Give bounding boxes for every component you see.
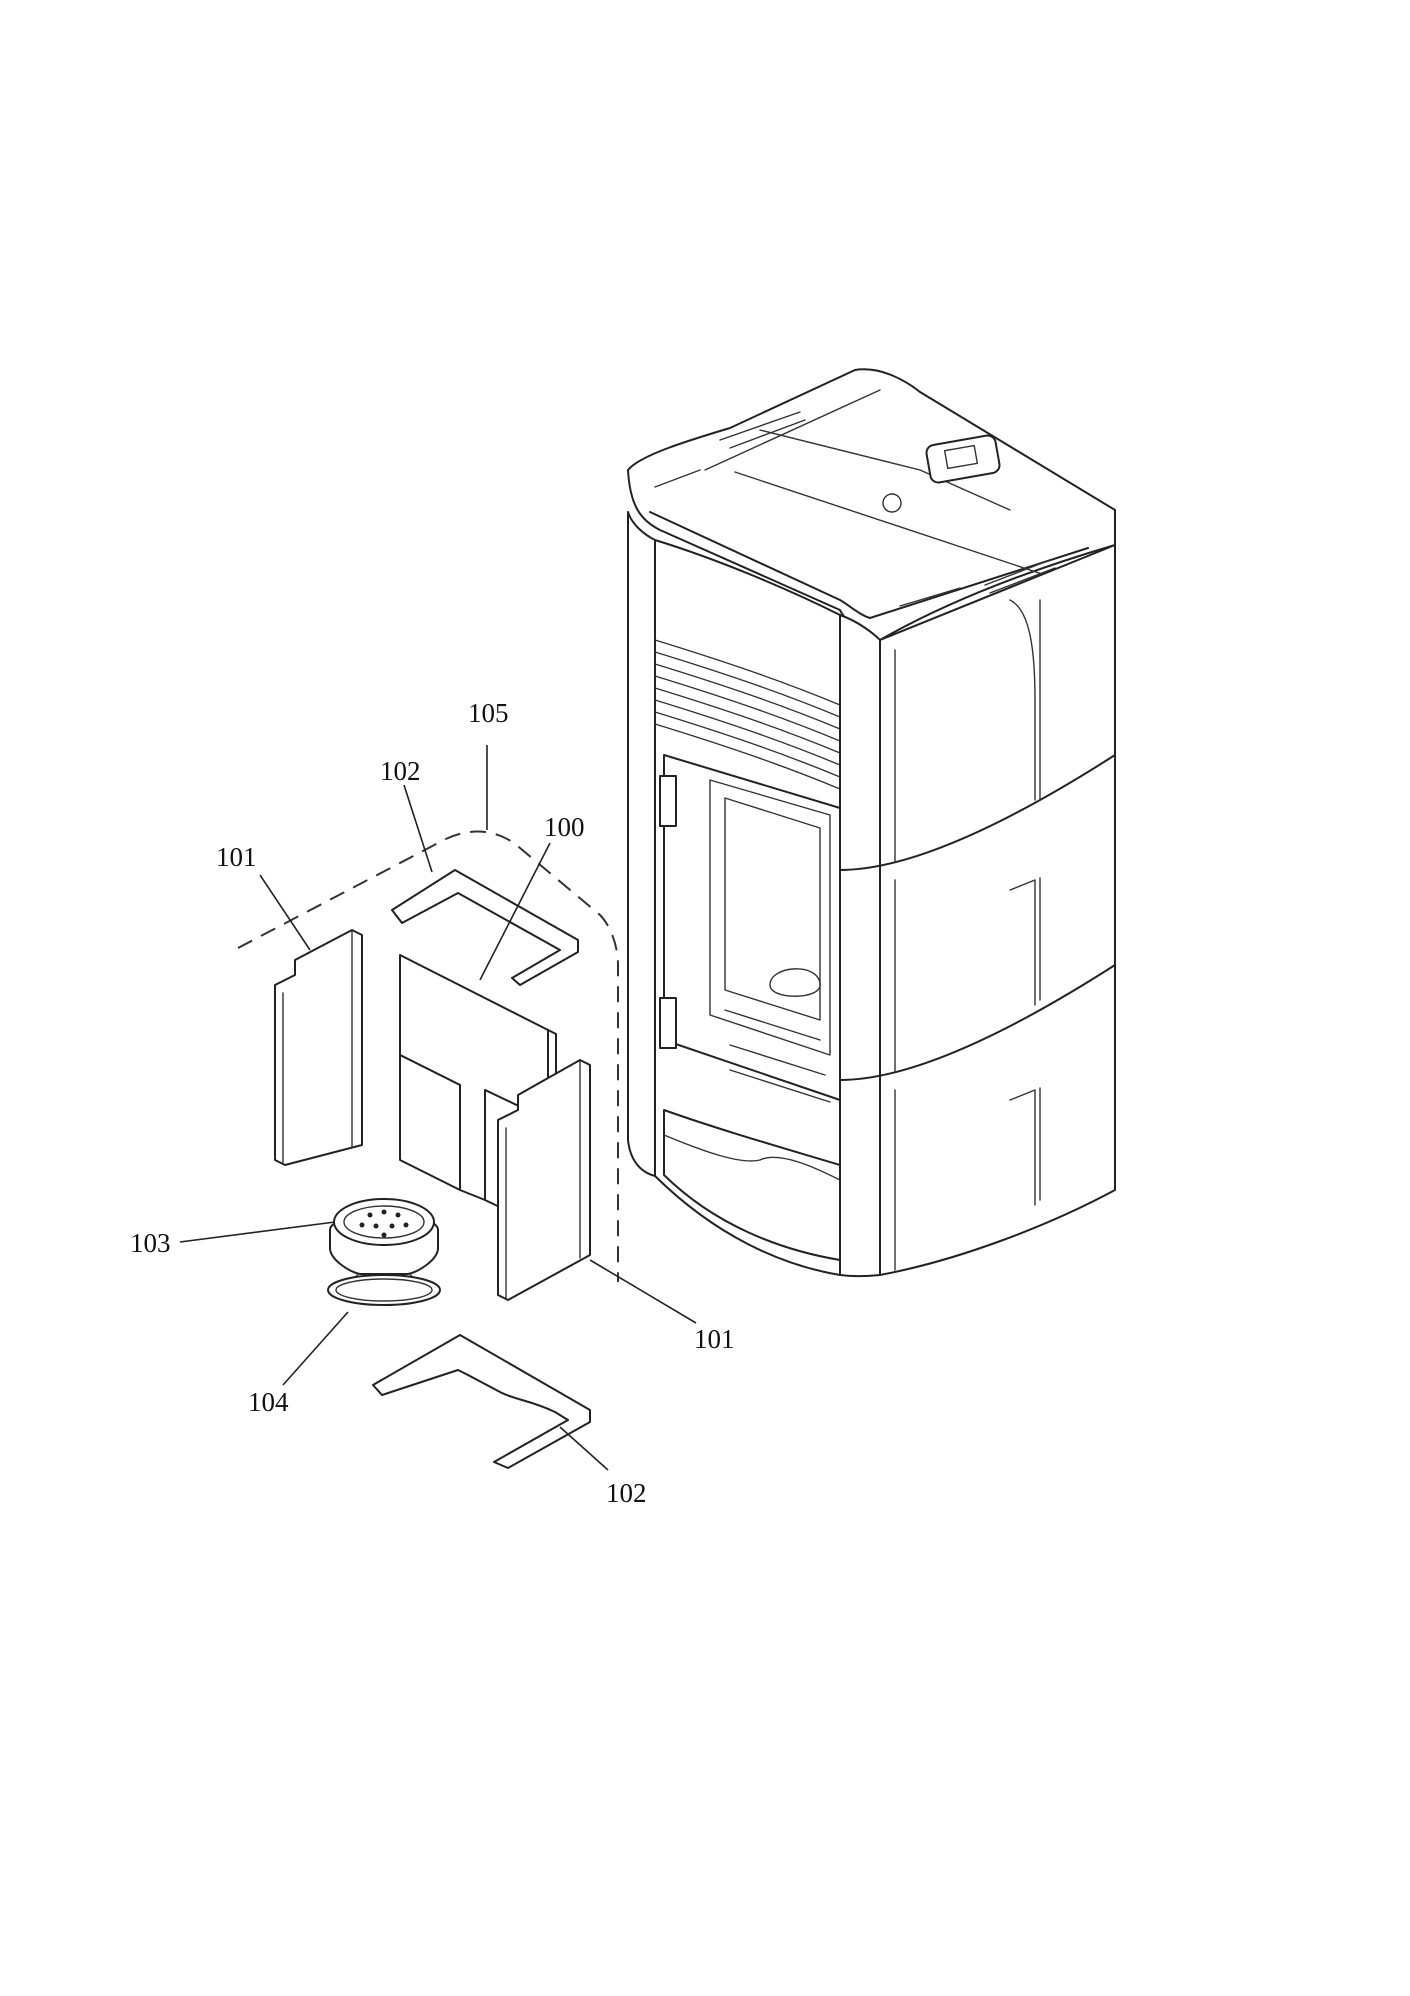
callout-102-upper: 102 [380, 756, 421, 786]
callout-102-lower: 102 [606, 1478, 647, 1508]
burn-pot-103 [329, 1198, 439, 1295]
stove-left-side [627, 511, 656, 1177]
burn-pot-inside [769, 968, 821, 997]
stove-right-side [839, 544, 1116, 1278]
door-glass-frame [709, 779, 831, 1056]
callout-101-right: 101 [694, 1324, 735, 1354]
control-display [943, 444, 979, 470]
panel-seam-2 [839, 964, 1116, 1081]
stove-body [627, 368, 1116, 1278]
left-side-panel-101 [274, 929, 363, 1166]
control-panel [925, 434, 1001, 484]
left-side-panel-101-edges [282, 929, 353, 1164]
side-panel-top-detail [1009, 599, 1041, 801]
callout-101-left: 101 [216, 842, 257, 872]
grille-vents [654, 639, 841, 790]
leader-102-lower [559, 1426, 609, 1471]
callout-104: 104 [248, 1387, 289, 1417]
callout-100: 100 [544, 812, 585, 842]
upper-hinge [659, 775, 677, 827]
gasket-104 [327, 1274, 441, 1306]
door-glass [724, 797, 821, 1021]
leader-104 [282, 1311, 349, 1386]
lining-outline-105 [237, 830, 619, 1282]
top-panel-line-2 [734, 471, 1046, 576]
panel-seam-1 [839, 754, 1116, 871]
callout-105: 105 [468, 698, 509, 728]
top-front-edge [649, 511, 1089, 619]
leader-103 [179, 1221, 336, 1243]
top-panel-line-1 [704, 389, 881, 471]
leader-100 [479, 842, 551, 981]
top-vent-slot-left [654, 411, 806, 488]
callout-103: 103 [130, 1228, 171, 1258]
leader-101-right [589, 1259, 697, 1324]
top-panel-line-3 [759, 429, 1011, 511]
leader-102-upper [403, 784, 433, 873]
lower-bracket-102 [372, 1334, 591, 1469]
side-panel-mid-detail [1009, 877, 1041, 1006]
top-vent-slot-right [899, 559, 1056, 607]
side-panel-bottom-detail [1009, 1087, 1041, 1206]
lower-hinge [659, 997, 677, 1049]
door-lower-lines [724, 1009, 831, 1103]
ash-drawer-lip [663, 1134, 841, 1181]
right-side-panel-101-edges [505, 1059, 581, 1299]
right-side-panel-101 [497, 1059, 591, 1301]
back-panel-100-left-leg [399, 1054, 461, 1191]
flue-cap [882, 493, 902, 513]
leader-101-left [259, 874, 311, 951]
upper-bracket-102 [391, 869, 579, 986]
